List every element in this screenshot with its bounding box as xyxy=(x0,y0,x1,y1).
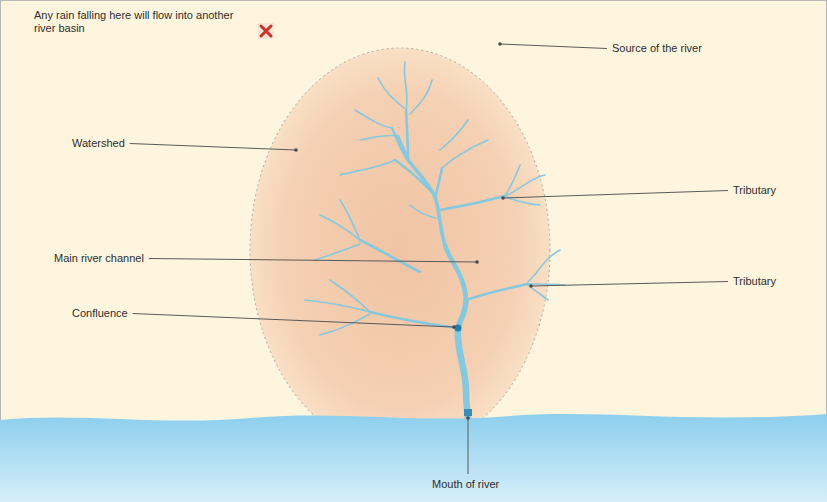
leader-dot xyxy=(452,325,456,329)
tributary-label: Tributary xyxy=(733,184,776,197)
confluence-dot xyxy=(455,325,462,332)
leader-line xyxy=(468,418,469,474)
leader-line xyxy=(500,44,607,49)
tributary-label: Tributary xyxy=(733,275,776,288)
leader-dot xyxy=(529,284,533,288)
leader-dot xyxy=(294,148,298,152)
sea xyxy=(0,414,827,502)
leader-dot xyxy=(475,260,479,264)
leader-dot xyxy=(501,196,505,200)
leader-line xyxy=(531,282,728,287)
cross-symbol xyxy=(258,23,274,39)
leader-line xyxy=(130,144,296,151)
leader-dot xyxy=(498,42,502,46)
source-label: Source of the river xyxy=(612,42,702,55)
note-text: Any rain falling here will flow into ano… xyxy=(34,9,249,35)
main-channel-label: Main river channel xyxy=(54,252,144,265)
leader-line xyxy=(149,259,477,263)
watershed-label: Watershed xyxy=(72,137,125,150)
confluence-label: Confluence xyxy=(72,307,128,320)
watershed-outline xyxy=(250,48,550,452)
mouth-label: Mouth of river xyxy=(432,478,499,491)
mouth-marker xyxy=(464,409,472,416)
leader-line xyxy=(503,191,728,199)
leader-dot xyxy=(466,416,470,420)
river-network xyxy=(305,62,565,418)
leader-line xyxy=(133,314,454,328)
